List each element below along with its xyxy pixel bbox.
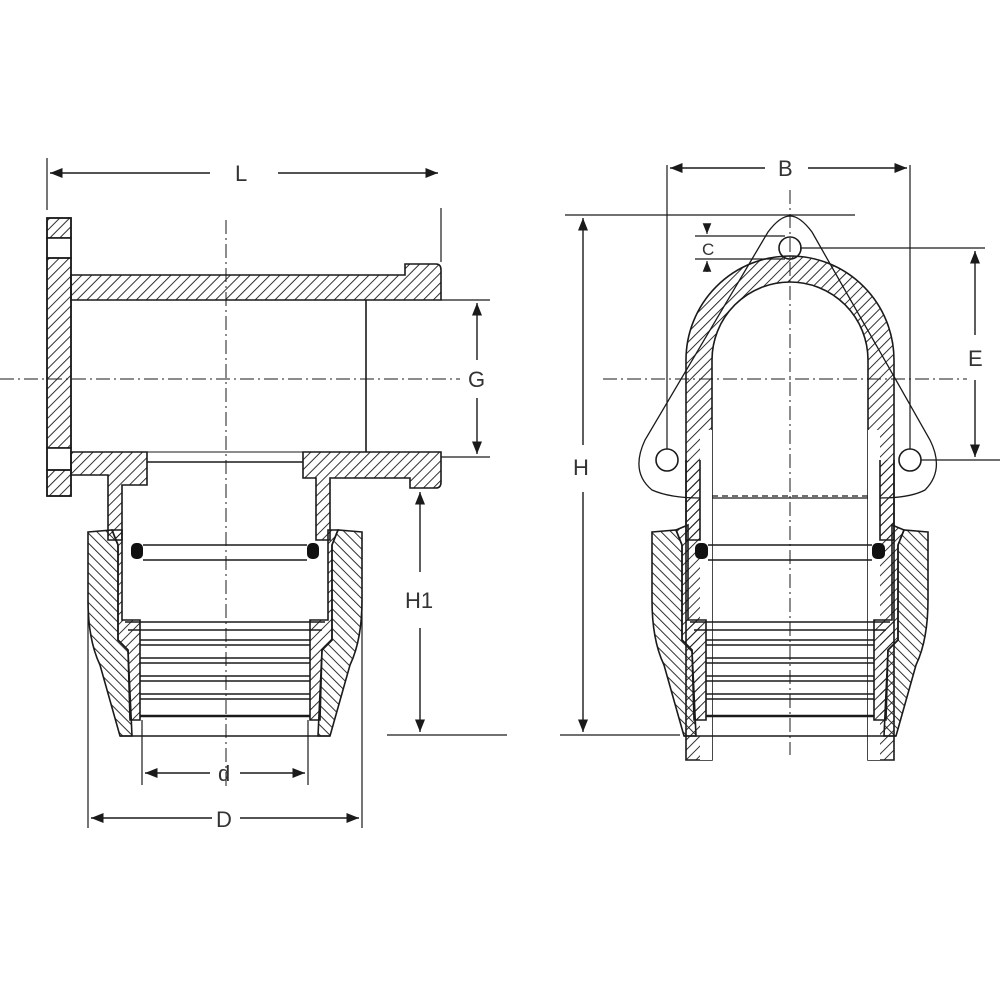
dimension-G: [441, 299, 490, 458]
dimension-D: [87, 600, 363, 828]
bolt-hole-left: [655, 448, 679, 472]
grip-ring-teeth: [120, 621, 330, 737]
end-grip-ring-teeth: [684, 621, 896, 737]
body-top-wall: [70, 263, 442, 301]
mounting-flange-section: [46, 217, 72, 497]
label-H1: H1: [405, 588, 433, 613]
nut-left: [87, 529, 133, 737]
dimension-L: [46, 158, 442, 262]
body-bottom-wall-right: [302, 451, 442, 541]
side-section-view: [0, 158, 507, 828]
end-nut-left: [651, 529, 697, 737]
dimension-H: [560, 214, 855, 736]
dimension-d: [141, 720, 309, 785]
label-B: B: [778, 156, 793, 181]
sleeve-right: [309, 529, 340, 721]
label-L: L: [235, 161, 247, 186]
label-C: C: [702, 240, 714, 259]
label-E: E: [968, 346, 983, 371]
bolt-hole-right: [898, 448, 922, 472]
o-ring-seal-left: [131, 543, 143, 559]
end-o-ring-left: [695, 543, 708, 559]
label-d: d: [218, 761, 230, 786]
dimension-E: [800, 247, 1000, 461]
label-G: G: [468, 367, 485, 392]
nut-right: [317, 529, 363, 737]
dimension-B: [666, 162, 911, 449]
o-ring-seal-right: [307, 543, 319, 559]
end-o-ring-right: [872, 543, 885, 559]
label-D: D: [216, 807, 232, 832]
sleeve-left: [110, 529, 141, 721]
end-nut-right: [883, 529, 929, 737]
end-view: [560, 162, 1000, 761]
dimension-C: [695, 223, 785, 272]
dimension-H1: [387, 492, 507, 736]
label-H: H: [573, 455, 589, 480]
body-bottom-wall-left: [70, 451, 148, 541]
